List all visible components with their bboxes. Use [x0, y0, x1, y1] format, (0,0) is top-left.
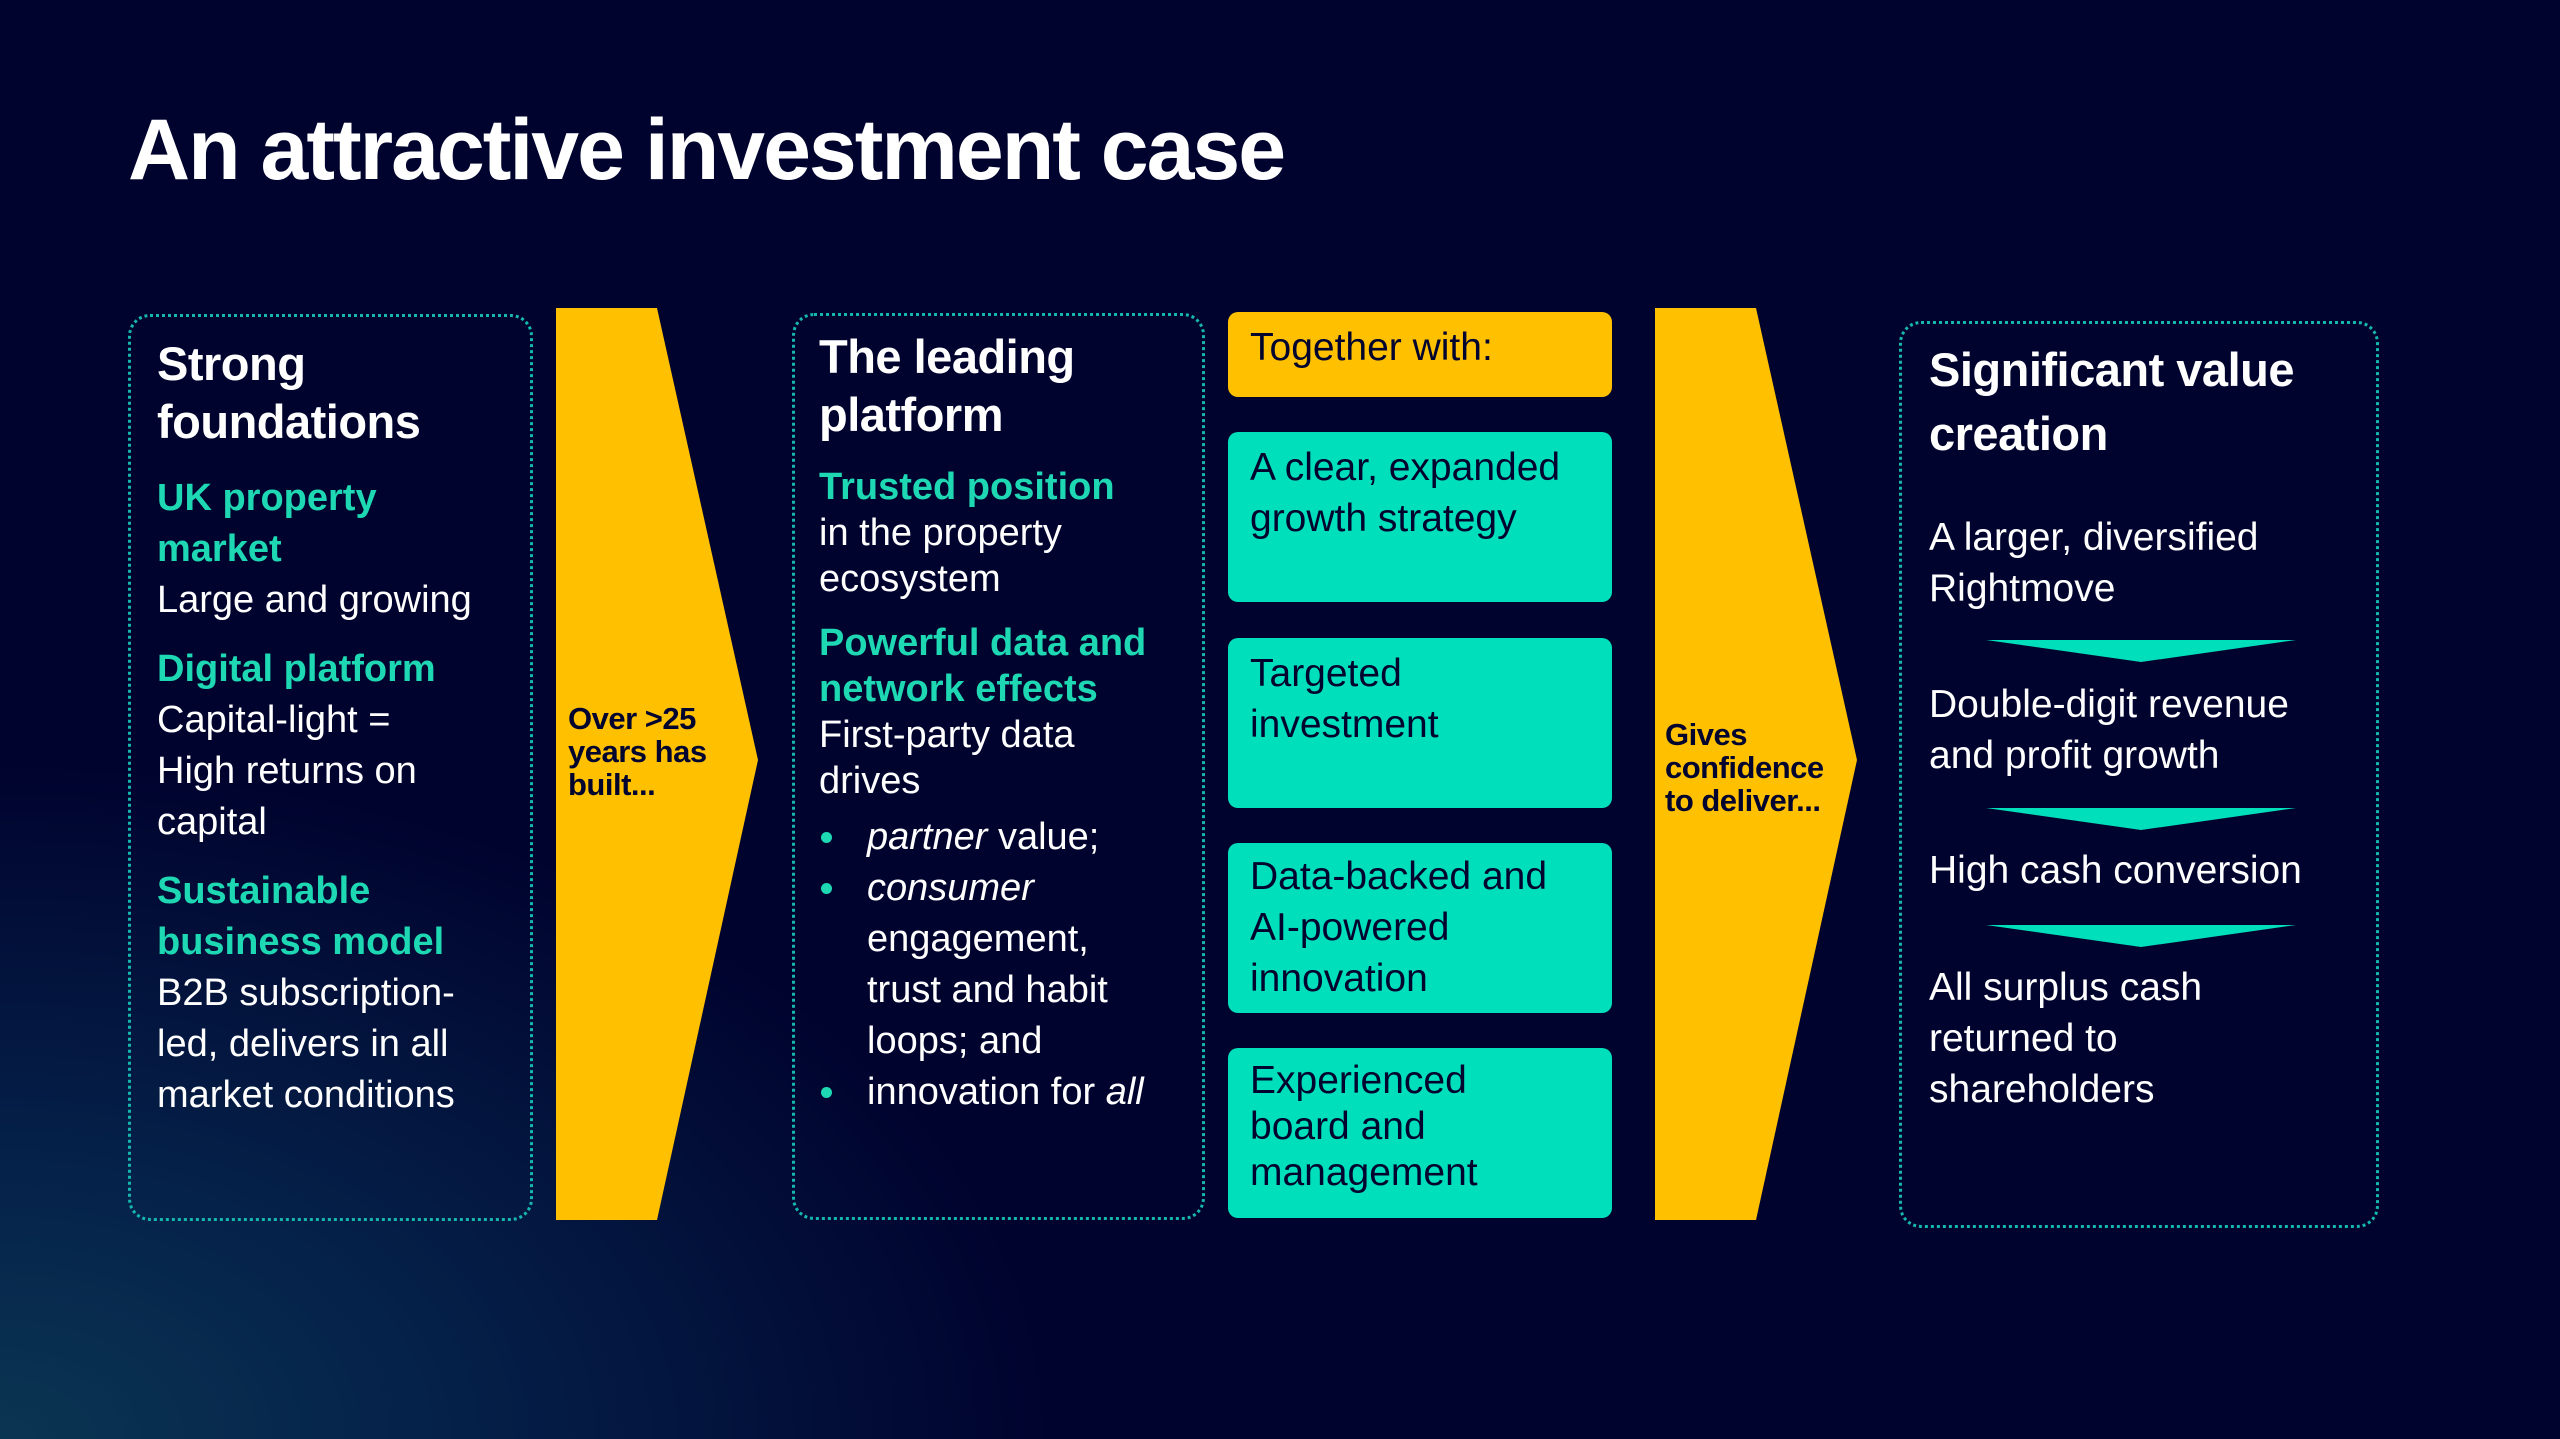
bullet-dot-icon: [821, 832, 832, 843]
arrow-2-label: Gives confidence to deliver...: [1665, 718, 1824, 817]
heading-line: The leading: [819, 330, 1075, 383]
card-text-line: Data-backed and: [1250, 855, 1548, 898]
value-step-line: All surplus cash: [1929, 966, 2203, 1009]
platform-item-title: network effects: [819, 668, 1098, 710]
bullet-emphasis: partner: [867, 816, 988, 858]
slide-title: An attractive investment case: [128, 102, 1286, 198]
foundation-item-digital-platform: Digital platform Capital-light = High re…: [157, 644, 517, 848]
foundation-item-title: Digital platform: [157, 648, 436, 690]
platform-bullet-list: partner value; consumer engagement, trus…: [819, 812, 1199, 1118]
foundation-item-sustainable-model: Sustainable business model B2B subscript…: [157, 866, 517, 1121]
platform-item-body: ecosystem: [819, 558, 1001, 600]
value-step-line: High cash conversion: [1929, 849, 2302, 892]
value-step-line: and profit growth: [1929, 734, 2220, 777]
together-with-label: Together with:: [1250, 326, 1493, 369]
platform-item-data-network: Powerful data and network effects First-…: [819, 620, 1199, 804]
heading-line: Strong: [157, 337, 306, 390]
arrow-label-line: Gives: [1665, 717, 1747, 752]
chevron-right-icon: [556, 308, 758, 1220]
platform-item-body: in the property: [819, 512, 1062, 554]
value-step: High cash conversion: [1929, 845, 2302, 896]
chevron-down-icon: [1986, 808, 2296, 830]
foundations-heading: Strong foundations: [157, 335, 517, 451]
chevron-down-icon: [1986, 640, 2296, 662]
foundation-item-title: UK property: [157, 477, 377, 519]
card-text-line: Experienced: [1250, 1059, 1467, 1102]
together-card-innovation: Data-backed and AI-powered innovation: [1228, 843, 1612, 1013]
bullet-text: trust and habit: [867, 969, 1108, 1011]
card-text-line: growth strategy: [1250, 497, 1517, 540]
value-step: All surplus cash returned to shareholder…: [1929, 962, 2202, 1115]
foundation-item-title: market: [157, 528, 282, 570]
value-step: Double-digit revenue and profit growth: [1929, 679, 2289, 781]
arrow-label-line: years has: [568, 734, 707, 769]
heading-line: creation: [1929, 407, 2108, 460]
bullet-item: innovation for all: [819, 1067, 1199, 1118]
foundation-item-body: Capital-light =: [157, 699, 391, 741]
bullet-text: innovation for: [867, 1071, 1106, 1113]
bullet-item: partner value;: [819, 812, 1199, 863]
value-step-line: returned to: [1929, 1017, 2118, 1060]
platform-item-body: drives: [819, 760, 921, 802]
platform-item-body: First-party data: [819, 714, 1075, 756]
heading-line: Significant value: [1929, 343, 2294, 396]
arrow-label-line: to deliver...: [1665, 783, 1821, 818]
value-step-line: shareholders: [1929, 1068, 2155, 1111]
card-text-line: AI-powered: [1250, 906, 1450, 949]
chevron-arrow-2: Gives confidence to deliver...: [1655, 308, 1857, 1220]
bullet-dot-icon: [821, 1087, 832, 1098]
together-with-header: Together with:: [1228, 312, 1612, 397]
together-card-board-management: Experienced board and management: [1228, 1048, 1612, 1218]
arrow-label-line: Over >25: [568, 701, 696, 736]
platform-panel: The leading platform Trusted position in…: [792, 313, 1205, 1220]
value-step-line: Double-digit revenue: [1929, 683, 2289, 726]
value-step-line: A larger, diversified: [1929, 516, 2259, 559]
foundation-item-body: market conditions: [157, 1074, 455, 1116]
value-heading: Significant value creation: [1929, 338, 2369, 466]
chevron-down-icon: [1986, 925, 2296, 947]
platform-item-trusted-position: Trusted position in the property ecosyst…: [819, 464, 1199, 602]
foundation-item-body: High returns on: [157, 750, 417, 792]
foundation-item-body: capital: [157, 801, 267, 843]
heading-line: platform: [819, 388, 1004, 441]
card-text-line: management: [1250, 1151, 1478, 1194]
chevron-arrow-1: Over >25 years has built...: [556, 308, 758, 1220]
bullet-text: engagement,: [867, 918, 1089, 960]
card-text-line: investment: [1250, 703, 1439, 746]
chevron-right-icon: [1655, 308, 1857, 1220]
foundation-item-title: Sustainable: [157, 870, 371, 912]
foundation-item-body: B2B subscription-: [157, 972, 455, 1014]
bullet-item: consumer engagement, trust and habit loo…: [819, 863, 1199, 1067]
foundation-item-uk-property: UK property market Large and growing: [157, 473, 517, 626]
card-text-line: Targeted: [1250, 652, 1402, 695]
foundation-item-body: Large and growing: [157, 579, 472, 621]
arrow-label-line: confidence: [1665, 750, 1824, 785]
platform-item-title: Trusted position: [819, 466, 1115, 508]
bullet-text: value;: [987, 816, 1100, 858]
platform-item-title: Powerful data and: [819, 622, 1147, 664]
heading-line: foundations: [157, 395, 421, 448]
bullet-text: loops; and: [867, 1020, 1043, 1062]
together-card-targeted-investment: Targeted investment: [1228, 638, 1612, 808]
arrow-1-label: Over >25 years has built...: [568, 702, 707, 801]
bullet-emphasis: all: [1105, 1071, 1144, 1113]
card-text-line: board and: [1250, 1105, 1426, 1148]
card-text-line: A clear, expanded: [1250, 446, 1561, 489]
platform-heading: The leading platform: [819, 328, 1199, 444]
foundations-panel: Strong foundations UK property market La…: [128, 314, 533, 1221]
arrow-label-line: built...: [568, 767, 656, 802]
bullet-dot-icon: [821, 883, 832, 894]
value-step-line: Rightmove: [1929, 567, 2116, 610]
card-text-line: innovation: [1250, 957, 1428, 1000]
value-creation-panel: Significant value creation A larger, div…: [1899, 321, 2379, 1228]
foundation-item-body: led, delivers in all: [157, 1023, 449, 1065]
value-step: A larger, diversified Rightmove: [1929, 512, 2259, 614]
together-card-growth-strategy: A clear, expanded growth strategy: [1228, 432, 1612, 602]
bullet-emphasis: consumer: [867, 867, 1034, 909]
foundation-item-title: business model: [157, 921, 445, 963]
